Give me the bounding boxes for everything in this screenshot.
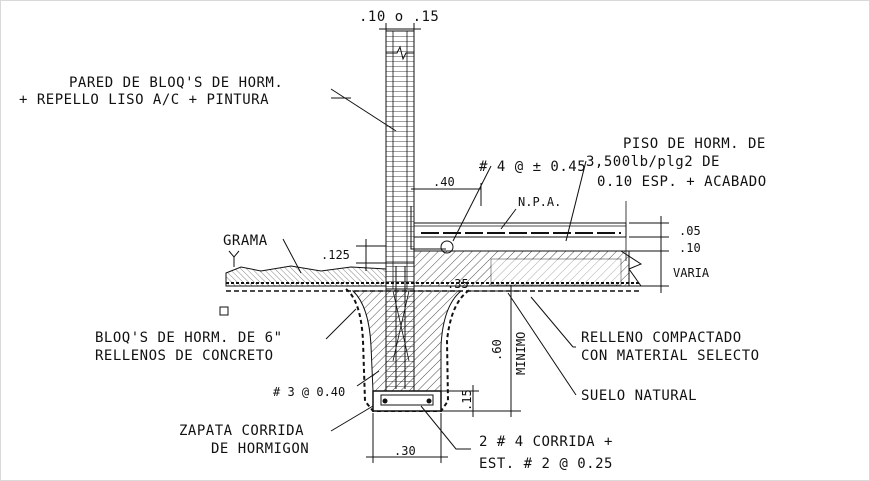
floor-slab	[410, 201, 627, 261]
dim-15-label: .15	[460, 389, 474, 411]
block-label-1: BLOQ'S DE HORM. DE 6"	[95, 330, 283, 346]
dim-35-label: .35	[447, 277, 469, 291]
block-label-2: RELLENOS DE CONCRETO	[95, 348, 274, 364]
grama-label: GRAMA	[223, 233, 268, 249]
wall-label-1: PARED DE BLOQ'S DE HORM.	[69, 75, 283, 91]
npa-label: N.P.A.	[518, 195, 561, 209]
dim-30-label: .30	[394, 444, 416, 458]
wall-label-2: + REPELLO LISO A/C + PINTURA	[19, 92, 269, 108]
fill-label-2: CON MATERIAL SELECTO	[581, 348, 760, 364]
floor-label-3: 0.10 ESP. + ACABADO	[597, 174, 767, 190]
dim-10-label: .10	[679, 241, 701, 255]
rebar-3-label: # 3 @ 0.40	[273, 385, 345, 399]
dim-05-label: .05	[679, 224, 701, 238]
footing-label-2: DE HORMIGON	[211, 441, 309, 457]
suelo-label: SUELO NATURAL	[581, 388, 697, 404]
dimension-lines	[228, 183, 669, 463]
floor-label-2: 3,500lb/plg2 DE	[586, 154, 720, 170]
varia-label: VARIA	[673, 266, 710, 280]
dim-40-label: .40	[433, 175, 455, 189]
footing-label-1: ZAPATA CORRIDA	[179, 423, 304, 439]
dim-125-label: .125	[321, 248, 350, 262]
floor-label-1: PISO DE HORM. DE	[623, 136, 766, 152]
rebar-top-label: # 4 @ ± 0.45	[479, 159, 586, 175]
block-wall	[379, 23, 421, 290]
top-dim-label: .10 o .15	[359, 9, 439, 25]
ground-grass	[219, 265, 641, 316]
leader-lines	[282, 88, 587, 450]
bars-label-2: EST. # 2 @ 0.25	[479, 456, 613, 472]
fill-label-1: RELLENO COMPACTADO	[581, 330, 742, 346]
dim-60-label: .60	[490, 339, 504, 361]
bars-label-1: 2 # 4 CORRIDA +	[479, 434, 613, 450]
footing	[372, 390, 442, 412]
minimo-label: MINIMO	[514, 332, 528, 375]
